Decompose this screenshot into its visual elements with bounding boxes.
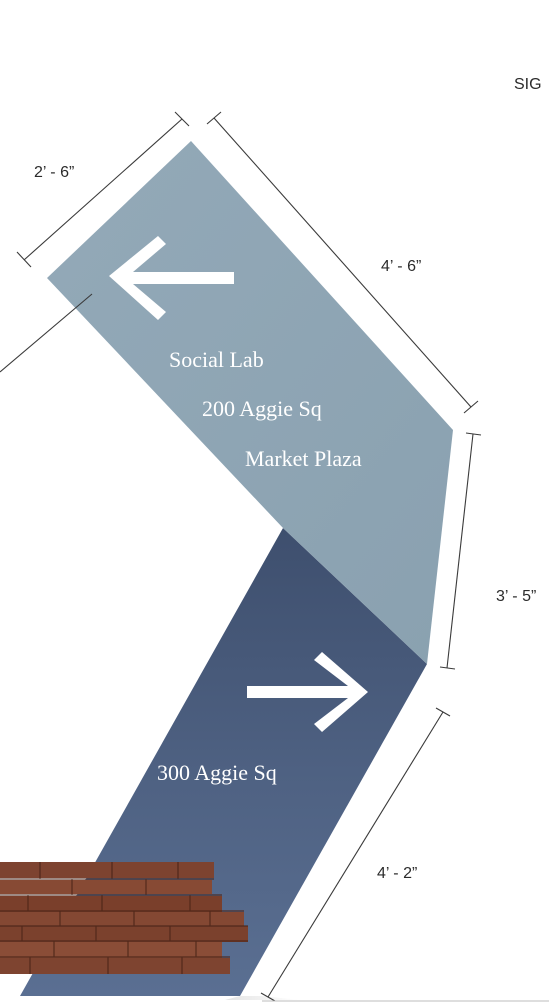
upper-sign-panel bbox=[47, 141, 453, 664]
dimension-middle-right: 3’ - 5” bbox=[496, 588, 536, 605]
arrow-right-icon bbox=[247, 652, 368, 732]
dimension-lines bbox=[0, 111, 549, 1002]
destination-social-lab: Social Lab bbox=[169, 347, 264, 372]
dimension-top-left: 2’ - 6” bbox=[34, 164, 74, 181]
destination-200-aggie-sq: 200 Aggie Sq bbox=[202, 396, 322, 421]
destination-market-plaza: Market Plaza bbox=[245, 446, 362, 471]
destination-300-aggie-sq: 300 Aggie Sq bbox=[157, 760, 277, 785]
dimension-top-right: 4’ - 6” bbox=[381, 258, 421, 275]
sheet-label: SIG bbox=[514, 76, 542, 93]
arrow-left-icon bbox=[109, 236, 234, 320]
dimension-bottom-right: 4’ - 2” bbox=[377, 865, 417, 882]
brick-base bbox=[0, 862, 248, 974]
